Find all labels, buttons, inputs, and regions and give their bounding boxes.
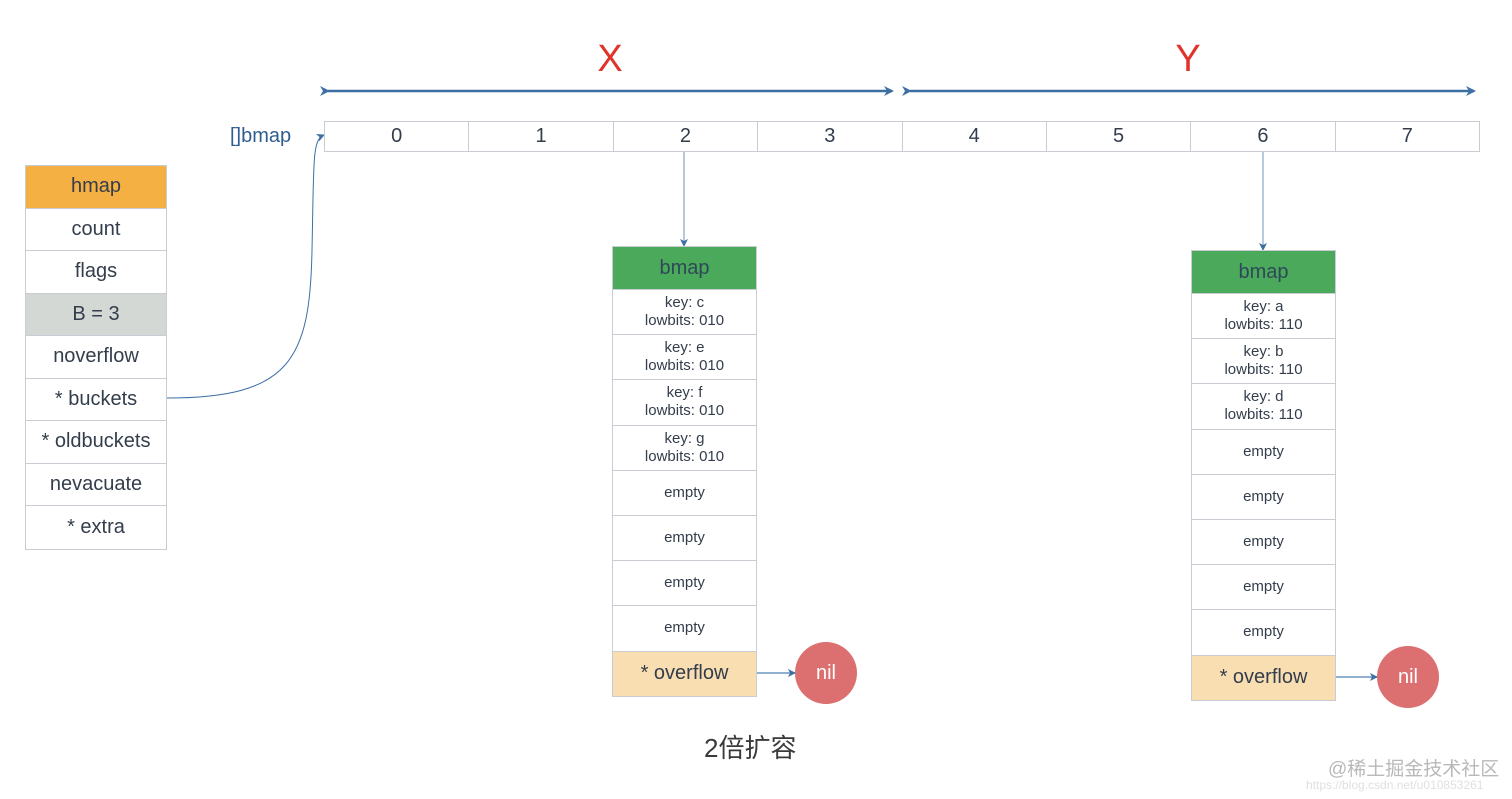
hmap-field-oldbuckets: * oldbuckets: [26, 421, 166, 464]
bmap-header: bmap: [613, 247, 756, 289]
slot-lowbits: lowbits: 110: [1224, 361, 1303, 379]
slot-lowbits: lowbits: 110: [1224, 316, 1303, 334]
slot-key: empty: [1243, 533, 1284, 551]
slot-key: empty: [664, 483, 705, 501]
array-cell-3: 3: [758, 122, 903, 151]
slot-key: empty: [664, 574, 705, 592]
hmap-field-buckets: * buckets: [26, 378, 166, 421]
slot-key: key: f: [666, 384, 703, 402]
hmap-field-extra: * extra: [26, 506, 166, 549]
array-cell-0: 0: [325, 122, 470, 151]
slot-key: empty: [1243, 442, 1284, 460]
slot-lowbits: lowbits: 010: [644, 312, 725, 330]
slot-key: empty: [1243, 623, 1284, 641]
nil-node-x: nil: [795, 642, 857, 704]
slot-lowbits: lowbits: 010: [644, 402, 725, 420]
slot-key: key: e: [664, 339, 705, 357]
bucket-slot: empty: [1192, 518, 1335, 565]
hmap-field-flags: flags: [26, 251, 166, 294]
bmap-header: bmap: [1192, 251, 1335, 293]
bucket-slot: empty: [1192, 428, 1335, 474]
bucket-slot: empty: [1192, 609, 1335, 655]
nil-node-y: nil: [1377, 646, 1439, 708]
bmap-array-label: []bmap: [230, 125, 292, 147]
diagram-caption: 2倍扩容: [704, 733, 797, 763]
slot-key: key: a: [1243, 298, 1284, 316]
overflow-pointer: * overflow: [613, 650, 756, 696]
array-cell-5: 5: [1047, 122, 1192, 151]
watermark: @稀土掘金技术社区: [1328, 759, 1500, 780]
bucket-array: 0 1 2 3 4 5 6 7: [324, 121, 1480, 152]
hmap-field-count: count: [26, 208, 166, 251]
array-cell-2: 2: [614, 122, 759, 151]
bucket-slot: empty: [613, 605, 756, 651]
bucket-slot: empty: [1192, 564, 1335, 610]
slot-key: empty: [664, 619, 705, 637]
slot-key: empty: [1243, 578, 1284, 596]
hmap-field-b: B = 3: [26, 293, 166, 336]
slot-key: key: g: [664, 429, 705, 447]
bucket-slot: empty: [613, 469, 756, 515]
hmap-struct: hmap count flags B = 3 noverflow * bucke…: [25, 165, 167, 550]
bucket-slot: empty: [613, 560, 756, 606]
hmap-header: hmap: [26, 166, 166, 209]
array-cell-7: 7: [1401, 125, 1413, 147]
array-cell-6: 6: [1191, 122, 1336, 151]
array-cell-4: 4: [903, 122, 1047, 151]
slot-lowbits: lowbits: 010: [644, 357, 725, 375]
y-half-label: Y: [1175, 38, 1201, 80]
array-cell-1: 1: [469, 122, 614, 151]
slot-key: empty: [664, 529, 705, 547]
slot-key: key: c: [664, 294, 705, 312]
slot-lowbits: lowbits: 110: [1224, 406, 1303, 424]
bucket-slot: empty: [613, 514, 756, 561]
hmap-field-noverflow: noverflow: [26, 336, 166, 379]
bucket-slot: empty: [1192, 473, 1335, 519]
slot-key: key: d: [1243, 388, 1284, 406]
slot-key: empty: [1243, 487, 1284, 505]
watermark-url: https://blog.csdn.net/u010853261: [1306, 778, 1484, 792]
slot-lowbits: lowbits: 010: [644, 447, 725, 465]
slot-key: key: b: [1243, 343, 1284, 361]
overflow-pointer: * overflow: [1192, 654, 1335, 700]
x-half-label: X: [597, 38, 623, 80]
hmap-field-nevacuate: nevacuate: [26, 463, 166, 506]
buckets-pointer-arrow: [166, 134, 325, 399]
